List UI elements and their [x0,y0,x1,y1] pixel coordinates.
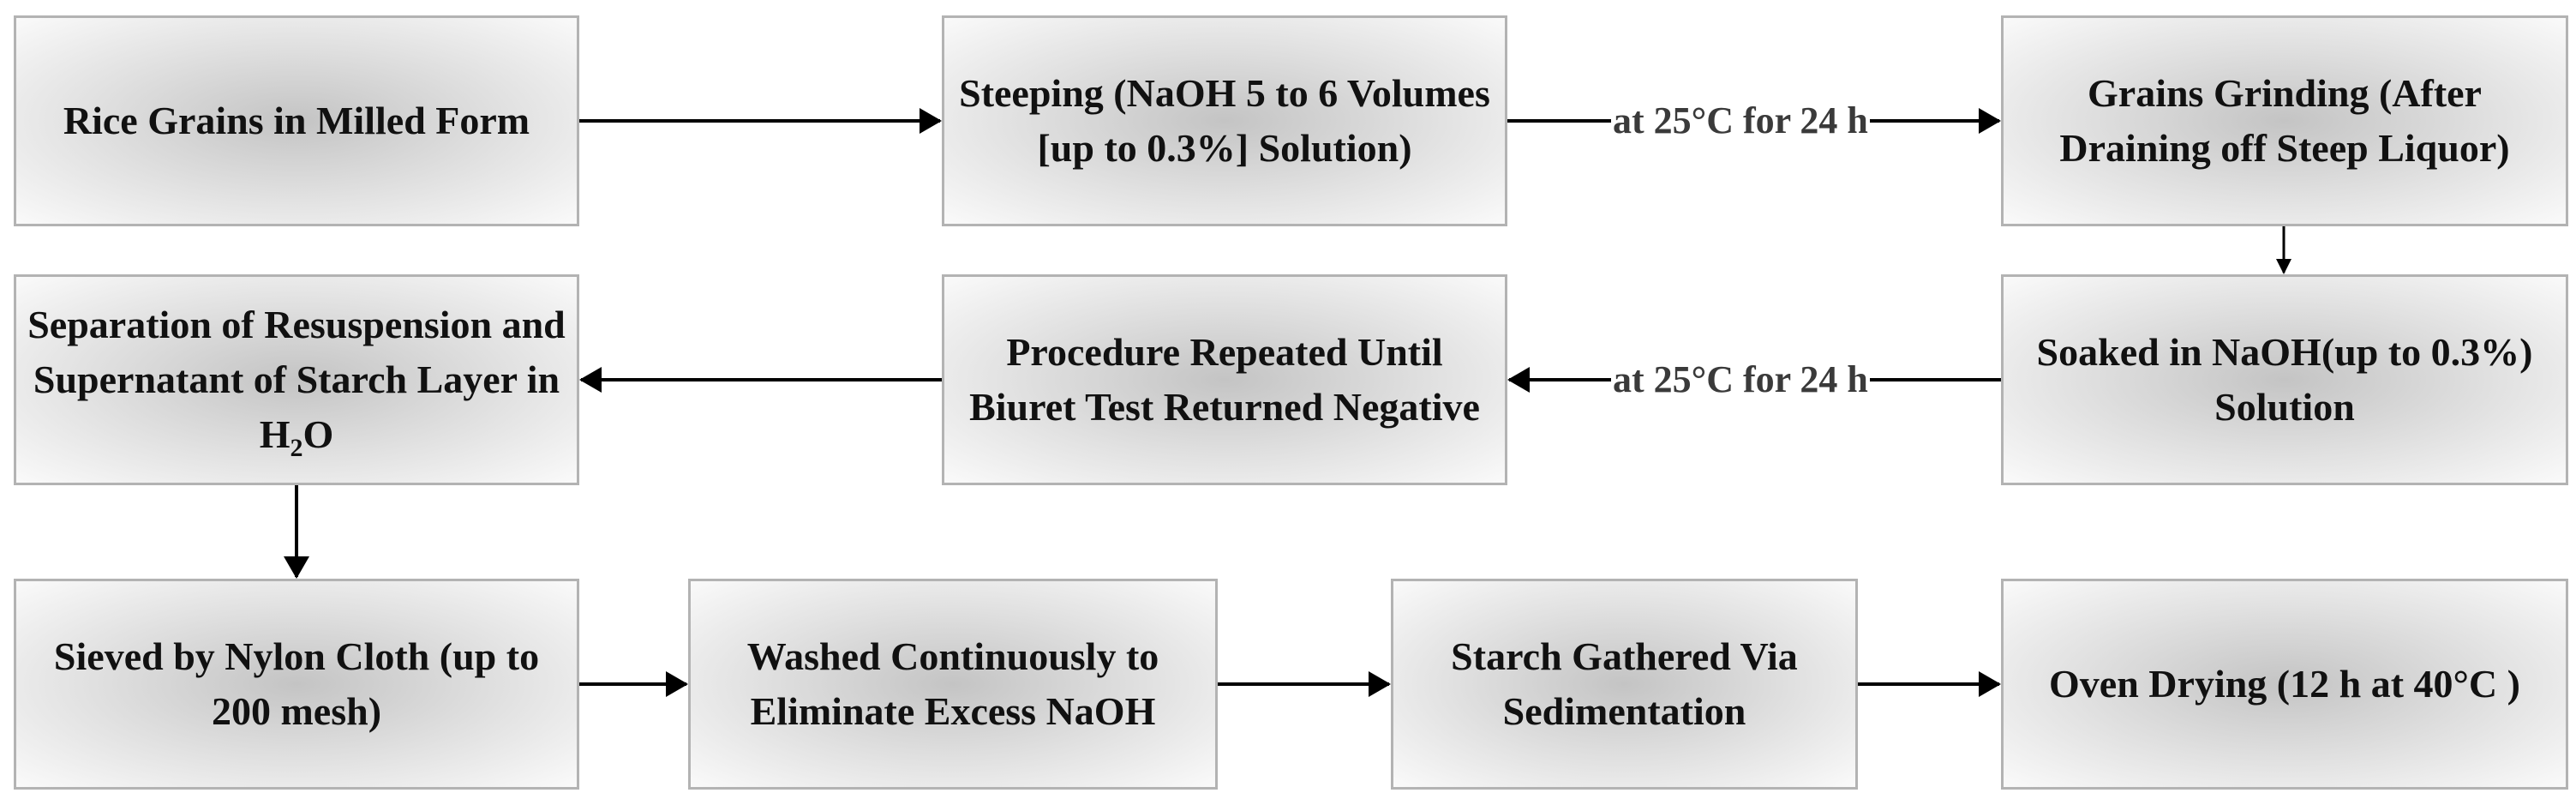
step-separation: Separation of Resuspension and Supernata… [14,274,579,485]
step-steeping-label: Steeping (NaOH 5 to 6 Volumes [up to 0.3… [959,71,1490,170]
step-oven-drying: Oven Drying (12 h at 40°C ) [2001,579,2568,790]
edge-label-soaked-to-repeated: at 25°C for 24 h [1611,357,1870,402]
step-sieved-label: Sieved by Nylon Cloth (up to 200 mesh) [53,634,540,733]
step-soaked: Soaked in NaOH(up to 0.3%) Solution [2001,274,2568,485]
step-soaked-label: Soaked in NaOH(up to 0.3%) Solution [2036,330,2533,429]
step-oven-drying-label: Oven Drying (12 h at 40°C ) [2049,662,2520,706]
step-starch-gathered-label: Starch Gathered Via Sedimentation [1451,634,1798,733]
step-grinding-label: Grains Grinding (After Draining off Stee… [2059,71,2510,170]
step-starch-gathered: Starch Gathered Via Sedimentation [1391,579,1858,790]
step-grinding: Grains Grinding (After Draining off Stee… [2001,15,2568,226]
step-washed: Washed Continuously to Eliminate Excess … [688,579,1218,790]
step-steeping: Steeping (NaOH 5 to 6 Volumes [up to 0.3… [942,15,1507,226]
step-separation-label: Separation of Resuspension and Supernata… [27,303,566,463]
step-procedure-repeated-label: Procedure Repeated Until Biuret Test Ret… [969,330,1480,429]
step-sieved: Sieved by Nylon Cloth (up to 200 mesh) [14,579,579,790]
step-procedure-repeated: Procedure Repeated Until Biuret Test Ret… [942,274,1507,485]
step-rice-grains-label: Rice Grains in Milled Form [63,99,530,142]
step-rice-grains: Rice Grains in Milled Form [14,15,579,226]
edge-label-steeping-to-grinding: at 25°C for 24 h [1611,99,1870,143]
step-washed-label: Washed Continuously to Eliminate Excess … [746,634,1159,733]
